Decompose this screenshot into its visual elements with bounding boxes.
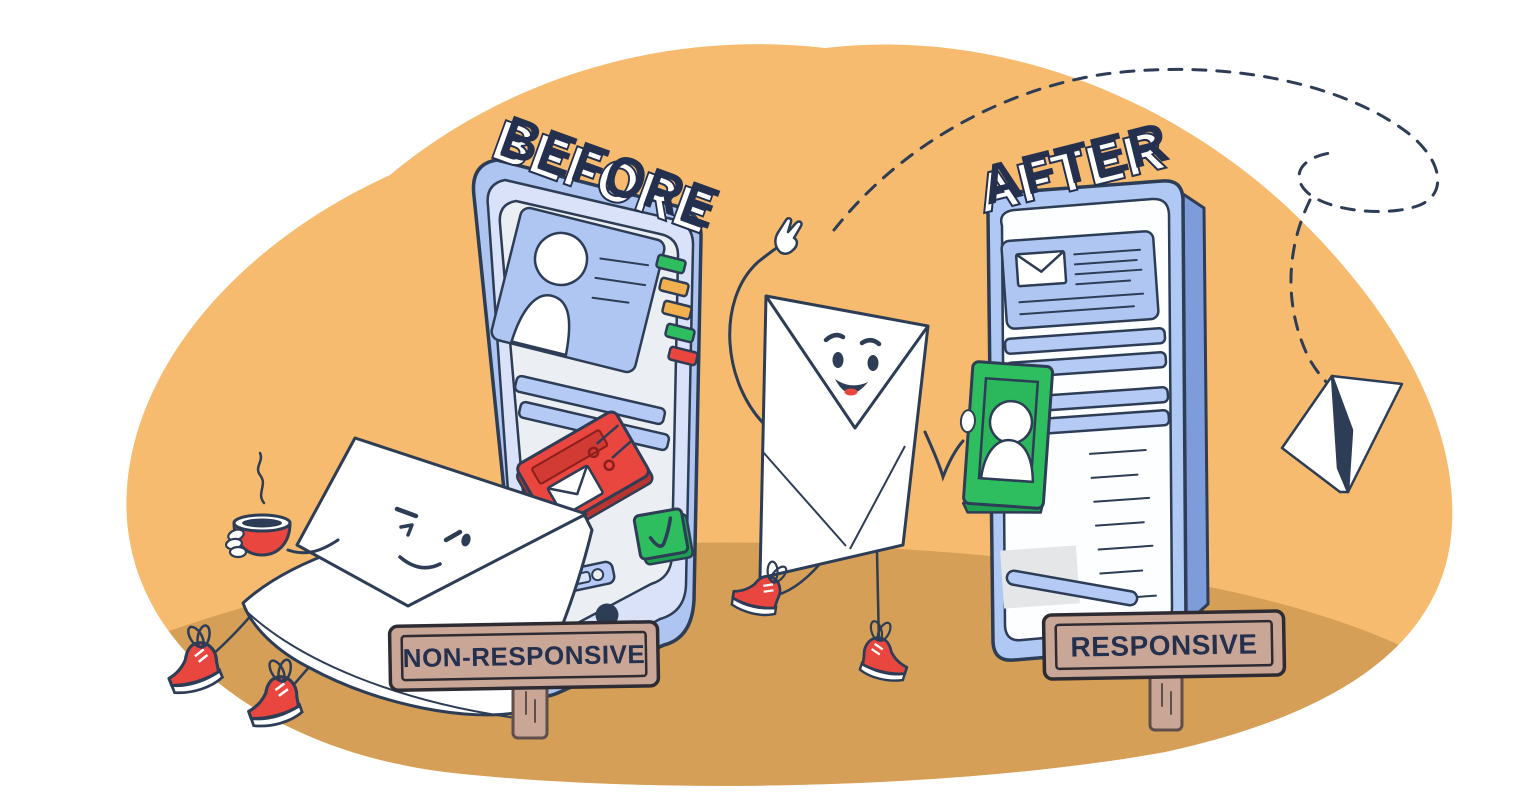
status-bars — [655, 253, 699, 367]
sign-board — [1041, 609, 1287, 681]
sheet-edge — [244, 609, 517, 719]
sneaker-icon — [858, 620, 909, 682]
steam — [256, 451, 266, 505]
non-responsive-sign: NON-RESPONSIVE — [387, 620, 661, 740]
happy-envelope-character — [728, 217, 1055, 682]
check-icon — [632, 507, 694, 566]
victory-hand — [774, 217, 803, 255]
sneaker-icon — [247, 658, 304, 728]
card-arm — [923, 430, 965, 482]
envelope-flap — [295, 436, 588, 608]
sad-envelope-character — [167, 436, 594, 728]
email-header-card — [1000, 230, 1160, 330]
coffee-cup-icon — [224, 451, 292, 559]
sign-text: NON-RESPONSIVE — [403, 639, 646, 673]
waving-arm — [728, 241, 786, 430]
thumb — [959, 409, 976, 434]
frowning-mouth — [398, 555, 442, 570]
avatar-body — [979, 438, 1035, 484]
tongue — [844, 388, 858, 396]
avatar-body — [509, 294, 571, 357]
sign-post — [511, 680, 549, 740]
responsive-sign: RESPONSIVE — [1041, 609, 1287, 732]
green-mobile-card — [959, 360, 1055, 514]
header-text-lines — [1018, 248, 1145, 316]
cup-arm — [286, 538, 340, 555]
avatar-icon — [988, 399, 1034, 445]
sign-board — [387, 620, 661, 692]
avatar-icon — [533, 231, 589, 287]
left-phone — [471, 158, 703, 699]
bottom-bar — [1005, 569, 1139, 607]
sneaker-icon — [730, 560, 788, 617]
sneaker-icon — [167, 624, 225, 695]
envelope-body — [758, 294, 930, 580]
profile-card — [490, 206, 666, 374]
paper-plane-icon — [1280, 374, 1404, 494]
envelope-flap — [764, 295, 930, 430]
sad-face — [394, 506, 471, 570]
envelope-icon — [546, 464, 604, 517]
sign-post — [1148, 670, 1184, 732]
smiling-mouth — [835, 379, 868, 394]
dashed-flight-path — [832, 67, 1440, 390]
profile-text-lines — [591, 257, 650, 304]
sign-text: RESPONSIVE — [1070, 628, 1258, 662]
envelope-creases — [762, 445, 906, 550]
happy-face — [823, 332, 882, 396]
